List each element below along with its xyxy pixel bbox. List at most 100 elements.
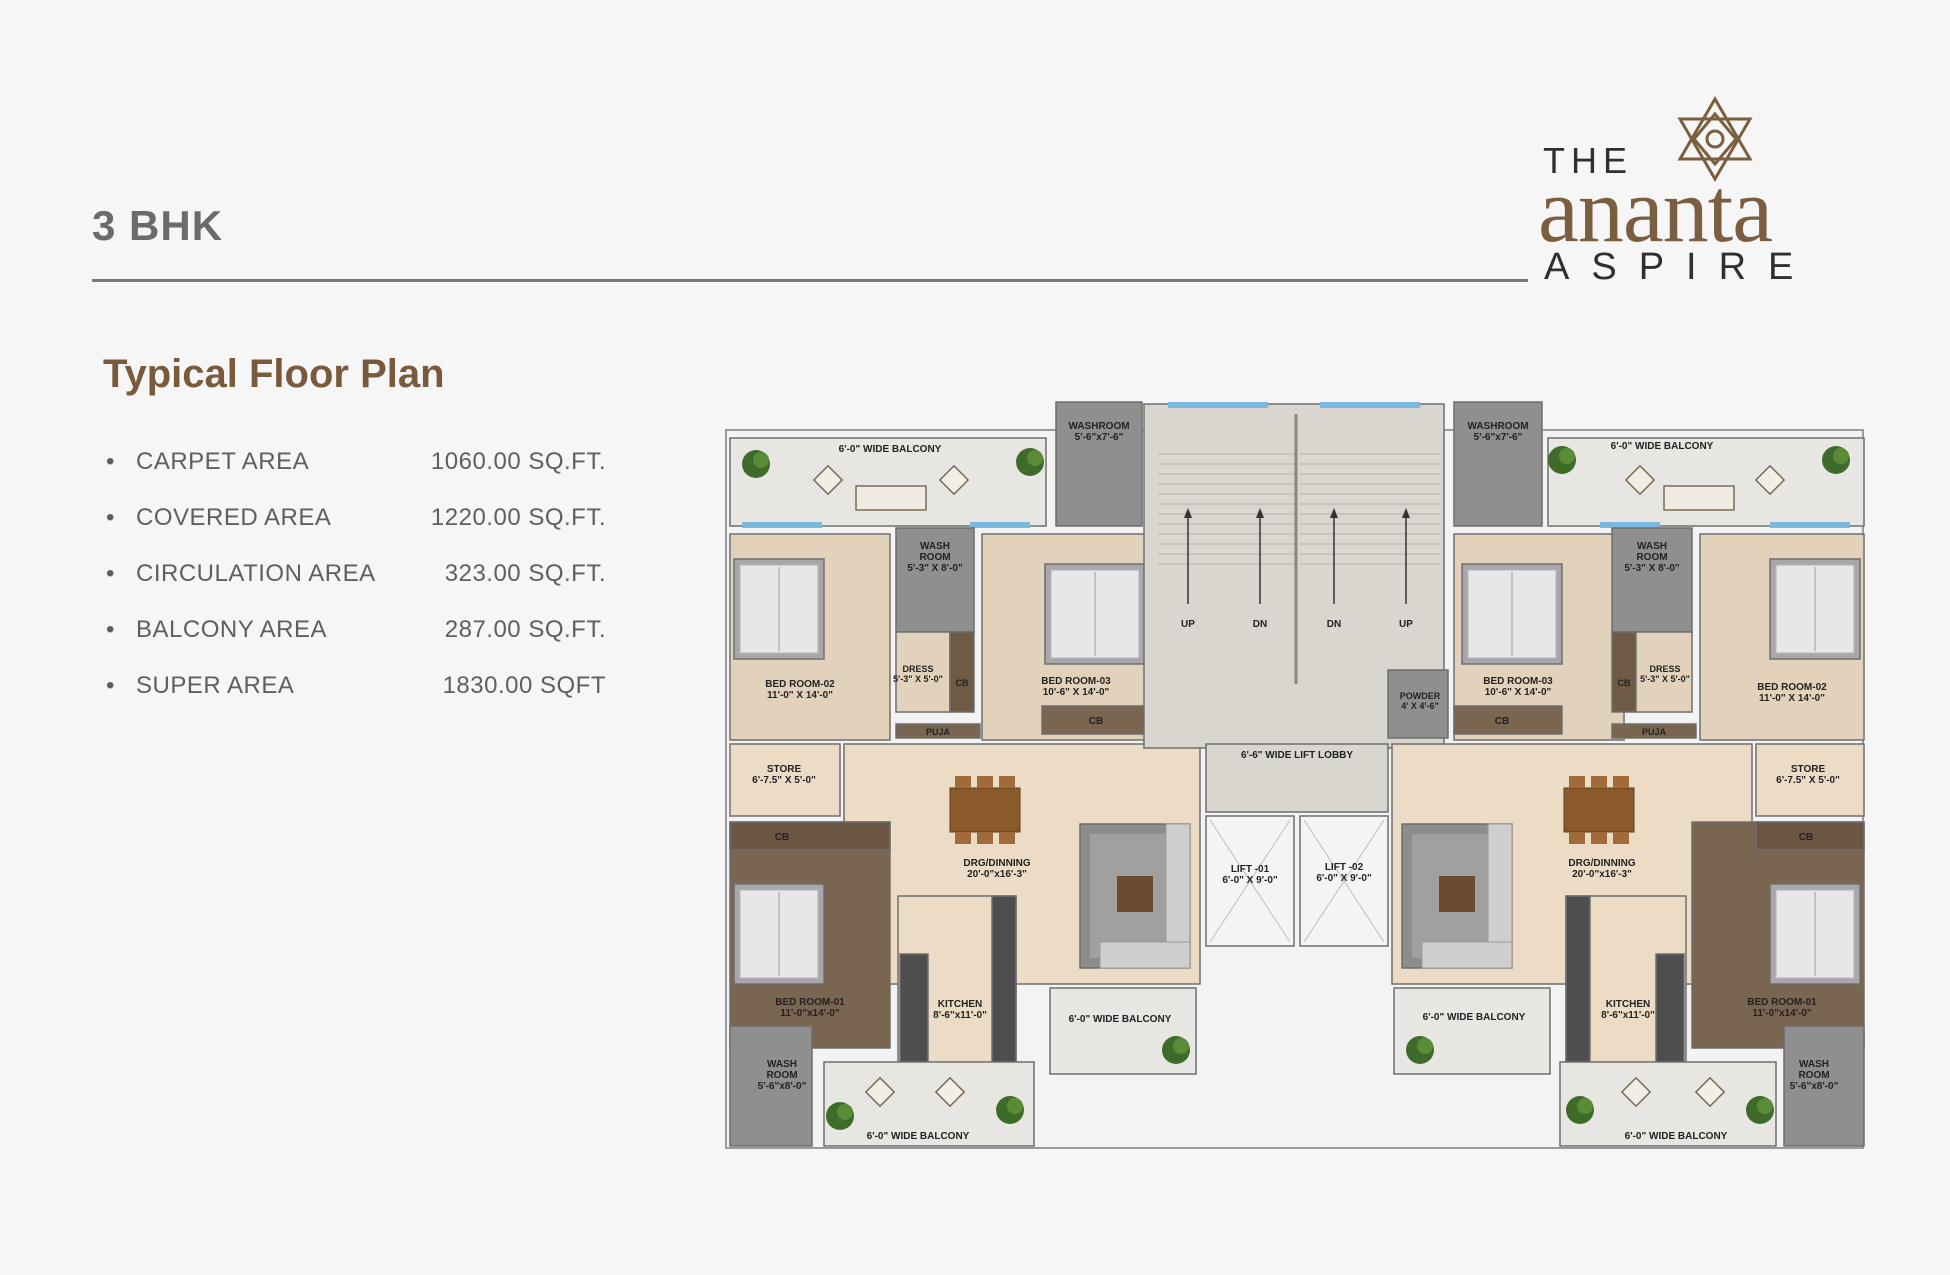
r-cb1-block	[1611, 631, 1637, 713]
room-name-r-wash: WASH	[1637, 541, 1667, 552]
room-size-l-wash: 5'-3" X 8'-0"	[907, 563, 963, 574]
header-divider	[92, 279, 1528, 282]
room-name-r-dress: DRESS	[1649, 664, 1680, 674]
brand-logo: THE ananta ASPIRE	[1538, 94, 1858, 294]
window	[1320, 402, 1420, 408]
r-washroom	[1453, 401, 1543, 527]
r-powder	[1387, 669, 1449, 739]
room-name-r-wash2: WASH	[1799, 1059, 1829, 1070]
room-name2-r-wash2: ROOM	[1798, 1070, 1829, 1081]
l-dining-set-chair	[999, 776, 1015, 788]
l-balcony-top	[729, 437, 1047, 527]
chair-icon	[1620, 1076, 1652, 1108]
logo-the-text: THE	[1543, 140, 1633, 181]
plant-icon-leaf	[1577, 1098, 1593, 1114]
section-title: Typical Floor Plan	[103, 352, 445, 396]
room-name-l-balcony-top: 6'-0" WIDE BALCONY	[839, 444, 942, 455]
l-dining-set-table	[949, 787, 1021, 833]
plant-icon-leaf	[1833, 448, 1849, 464]
r-dining-set-chair	[1569, 776, 1585, 788]
room-name-r-balcony-bot: 6'-0" WIDE BALCONY	[1625, 1131, 1728, 1142]
room-size-r-dress: 5'-3" X 5'-0"	[1640, 674, 1690, 684]
room-size-l-dining: 20'-0"x16'-3"	[967, 869, 1027, 880]
stair-arrow-head	[1256, 508, 1264, 518]
stair-label-3: UP	[1399, 619, 1413, 630]
l-dining-set-chair	[955, 832, 971, 844]
plant-icon-leaf	[1757, 1098, 1773, 1114]
r-wash2	[1783, 1025, 1865, 1147]
plant-icon-leaf	[1417, 1038, 1433, 1054]
r-puja-block	[1611, 723, 1697, 739]
room-size-c-lift2: 6'-0" X 9'-0"	[1316, 873, 1372, 884]
room-name-l-cb3: CB	[775, 832, 789, 843]
plant-icon-leaf	[1007, 1098, 1023, 1114]
bullet-icon: •	[106, 672, 115, 699]
r-cb3-block	[1755, 821, 1865, 851]
area-value: 1830.00 SQFT	[442, 672, 606, 699]
room-name-r-bed1: BED ROOM-01	[1747, 997, 1817, 1008]
chair-icon	[812, 464, 844, 496]
room-size-r-dining: 20'-0"x16'-3"	[1572, 869, 1632, 880]
r-dining-set-chair	[1591, 776, 1607, 788]
room-name-l-store: STORE	[767, 764, 802, 775]
window	[1168, 402, 1268, 408]
room-name-r-bed2: BED ROOM-02	[1757, 682, 1827, 693]
room-name-l-dining: DRG/DINNING	[963, 858, 1030, 869]
l-store	[729, 743, 841, 817]
room-name2-l-wash: ROOM	[919, 552, 950, 563]
room-name2-l-wash2: ROOM	[766, 1070, 797, 1081]
room-name-l-balcony-bot: 6'-0" WIDE BALCONY	[867, 1131, 970, 1142]
r-dining-set-chair	[1613, 776, 1629, 788]
window	[1770, 522, 1850, 528]
r-wash	[1611, 527, 1693, 633]
window	[1600, 522, 1660, 528]
room-name-l-kitchen: KITCHEN	[938, 999, 982, 1010]
room-name-r-puja: PUJA	[1642, 727, 1667, 737]
r-living-set-sofa-bottom	[1421, 941, 1513, 969]
l-cb3-block	[729, 821, 891, 851]
r-dress	[1635, 631, 1693, 713]
l-cb1-block	[949, 631, 975, 713]
stair-label-1: DN	[1253, 619, 1267, 630]
room-name-l-wash: WASH	[920, 541, 950, 552]
counter	[1655, 953, 1685, 1065]
room-size-r-bed1: 11'-0"x14'-0"	[1752, 1008, 1812, 1019]
room-name-r-cb3: CB	[1799, 832, 1813, 843]
room-name-l-cb1: CB	[956, 678, 969, 688]
plant-icon-leaf	[1027, 450, 1043, 466]
stair-arrow-head	[1330, 508, 1338, 518]
room-name-c-lift1: LIFT -01	[1231, 864, 1270, 875]
chair-icon	[938, 464, 970, 496]
room-size-r-bed3: 10'-6" X 14'-0"	[1485, 687, 1552, 698]
room-name-l-balcony-mid: 6'-0" WIDE BALCONY	[1069, 1014, 1172, 1025]
l-living-set-sofa-bottom	[1099, 941, 1191, 969]
room-name-r-cb2: CB	[1495, 716, 1509, 727]
room-size-r-kitchen: 8'-6"x11'-0"	[1601, 1010, 1655, 1021]
room-size-l-kitchen: 8'-6"x11'-0"	[933, 1010, 987, 1021]
l-dress	[895, 631, 951, 713]
counter	[899, 953, 929, 1065]
l-dining-set-chair	[977, 776, 993, 788]
room-name-l-washroom: WASHROOM	[1068, 421, 1129, 432]
bullet-icon: •	[106, 448, 115, 475]
room-size-l-washroom: 5'-6"x7'-6"	[1075, 432, 1124, 443]
r-dining-set-table	[1563, 787, 1635, 833]
room-size-r-store: 6'-7.5" X 5'-0"	[1776, 775, 1840, 786]
r-dining-set-chair	[1569, 832, 1585, 844]
room-name-r-kitchen: KITCHEN	[1606, 999, 1650, 1010]
lift-cross	[1303, 819, 1385, 943]
sofa-icon	[855, 485, 927, 511]
plant-icon-leaf	[753, 452, 769, 468]
r-balcony-top	[1547, 437, 1865, 527]
area-value: 1220.00 SQ.FT.	[430, 504, 606, 531]
room-name-r-dining: DRG/DINNING	[1568, 858, 1635, 869]
room-name-l-puja: PUJA	[926, 727, 951, 737]
plant-icon-leaf	[1173, 1038, 1189, 1054]
l-wash2	[729, 1025, 813, 1147]
room-name-l-bed2: BED ROOM-02	[765, 679, 835, 690]
room-name2-r-wash: ROOM	[1636, 552, 1667, 563]
plant-icon-leaf	[1559, 448, 1575, 464]
